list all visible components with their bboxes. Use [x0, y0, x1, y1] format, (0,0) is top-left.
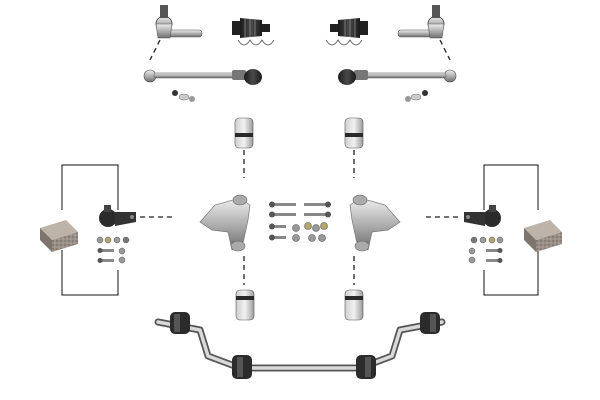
bolt-and-nut-set-right — [468, 236, 504, 264]
stabilizer-bar — [154, 318, 446, 372]
tie-rod-end-right — [397, 5, 445, 39]
control-arm-left — [199, 194, 251, 252]
bolt-and-nut-set-center — [269, 201, 331, 242]
control-arm-right — [349, 194, 401, 252]
stabilizer-bushing-inner-right — [356, 355, 376, 379]
brake-pad-set-right — [524, 220, 562, 252]
stabilizer-bushing-outer-right — [420, 312, 440, 334]
control-arm-bushing-lower-left — [235, 289, 255, 321]
stabilizer-bushing-outer-left — [170, 312, 190, 334]
connector-bracket — [483, 250, 539, 296]
leader-line — [439, 39, 451, 61]
ball-joint-left — [99, 205, 136, 227]
connector-bracket — [61, 164, 119, 210]
connector-bracket — [483, 164, 539, 210]
control-arm-bushing-upper-left — [234, 117, 254, 149]
tie-rod-end-left — [155, 5, 203, 39]
brake-pad-set-left — [40, 220, 78, 252]
inner-tie-rod-left — [143, 69, 262, 102]
stabilizer-bushing-inner-left — [232, 355, 252, 379]
control-arm-bushing-lower-right — [344, 289, 364, 321]
ball-joint-right — [464, 205, 501, 227]
steering-rack-boot-right — [325, 18, 368, 46]
steering-rack-boot-left — [232, 18, 275, 46]
inner-tie-rod-right — [338, 69, 457, 102]
leader-line — [149, 39, 161, 61]
control-arm-bushing-upper-right — [344, 117, 364, 149]
connector-bracket — [61, 250, 119, 296]
bolt-and-nut-set-left — [96, 236, 130, 264]
